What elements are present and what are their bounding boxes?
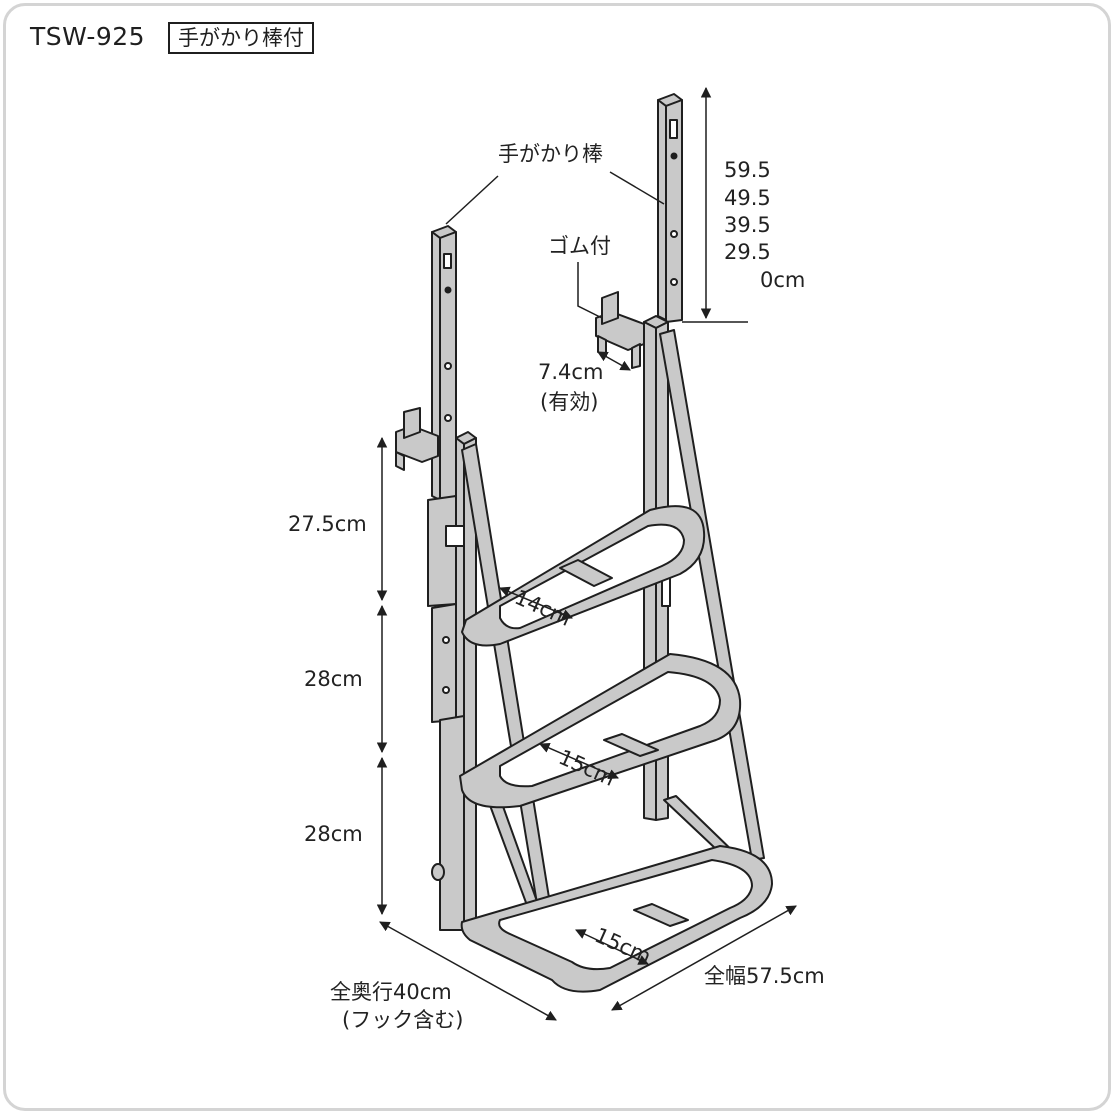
left-handrail-post: [431, 225, 457, 501]
label-rubber: ゴム付: [548, 234, 611, 258]
feature-badge: 手がかり棒付: [168, 22, 314, 54]
step-height-3: 28cm: [304, 822, 363, 846]
hook-width: 7.4cm: [538, 360, 604, 384]
height-0: 0cm: [760, 268, 806, 292]
step-height-2: 28cm: [304, 667, 363, 691]
height-39-5: 39.5: [724, 213, 771, 237]
overall-depth: 全奥行40cm: [330, 980, 452, 1004]
model-number: TSW-925: [30, 22, 146, 51]
height-29-5: 29.5: [724, 240, 771, 264]
left-hook: [395, 407, 439, 471]
overall-depth-note: (フック含む): [342, 1008, 464, 1032]
height-49-5: 49.5: [724, 186, 771, 210]
height-59-5: 59.5: [724, 158, 771, 182]
right-diagonal-rail: [659, 329, 765, 861]
right-hook: [595, 291, 645, 369]
hook-effective: (有効): [540, 390, 599, 414]
step-height-1: 27.5cm: [288, 512, 367, 536]
left-sleeve: [427, 495, 457, 607]
label-handrail: 手がかり棒: [498, 142, 603, 166]
overall-width: 全幅57.5cm: [704, 964, 825, 988]
right-handrail-post: [657, 93, 683, 323]
